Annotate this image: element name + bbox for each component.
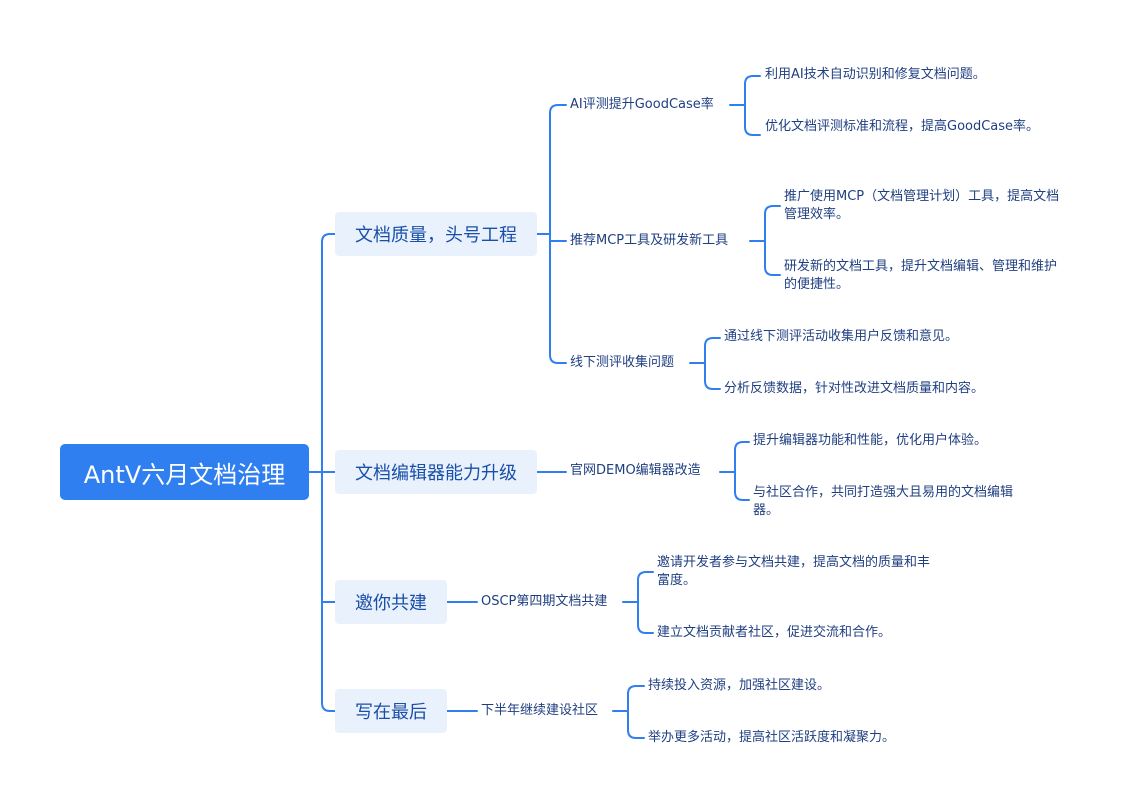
connector-line <box>744 104 761 136</box>
topic-ai-eval[interactable]: AI评测提升GoodCase率 <box>570 97 714 112</box>
detail-item[interactable]: 建立文档贡献者社区，促进交流和合作。 <box>657 625 892 640</box>
connector-line <box>764 205 781 242</box>
connector-line <box>764 240 781 276</box>
connector-line <box>704 362 721 390</box>
connector-line <box>744 75 761 106</box>
connector-line <box>704 337 721 364</box>
connector-line <box>549 104 567 235</box>
branch-label: 文档质量，头号工程 <box>355 225 517 246</box>
connector-line <box>637 571 654 603</box>
topic-community[interactable]: 下半年继续建设社区 <box>481 703 599 718</box>
detail-item[interactable]: 推广使用MCP（文档管理计划）工具，提高文档管理效率。 <box>784 189 1060 222</box>
connector-line <box>637 601 654 634</box>
detail-item[interactable]: 邀请开发者参与文档共建，提高文档的质量和丰富度。 <box>657 555 931 588</box>
detail-item[interactable]: 研发新的文档工具，提升文档编辑、管理和维护的便捷性。 <box>784 259 1058 292</box>
connector-line <box>549 233 567 364</box>
connector-line <box>321 233 336 473</box>
detail-item[interactable]: 与社区合作，共同打造强大且易用的文档编辑器。 <box>753 485 1014 518</box>
branch-doc-quality[interactable]: 文档质量，头号工程 <box>335 212 537 256</box>
topic-mcp-tools[interactable]: 推荐MCP工具及研发新工具 <box>570 233 729 248</box>
branch-label: 写在最后 <box>355 702 427 723</box>
connector-line <box>734 441 750 473</box>
connector-line <box>321 471 336 712</box>
detail-item[interactable]: 优化文档评测标准和流程，提高GoodCase率。 <box>765 119 1040 134</box>
connector-line <box>627 685 645 712</box>
detail-item[interactable]: 通过线下测评活动收集用户反馈和意见。 <box>724 329 959 344</box>
branch-label: 邀你共建 <box>355 593 427 614</box>
topic-demo-editor[interactable]: 官网DEMO编辑器改造 <box>570 463 701 478</box>
detail-item[interactable]: 举办更多活动，提高社区活跃度和凝聚力。 <box>648 730 896 745</box>
root-label: AntV六月文档治理 <box>83 460 286 489</box>
detail-item[interactable]: 持续投入资源，加强社区建设。 <box>648 678 831 693</box>
branch-editor-upgrade[interactable]: 文档编辑器能力升级 <box>335 450 537 494</box>
topic-oscp[interactable]: OSCP第四期文档共建 <box>481 594 608 609</box>
detail-item[interactable]: 提升编辑器功能和性能，优化用户体验。 <box>753 433 988 448</box>
topic-offline-review[interactable]: 线下测评收集问题 <box>570 355 675 370</box>
branch-label: 文档编辑器能力升级 <box>355 463 517 484</box>
detail-item[interactable]: 分析反馈数据，针对性改进文档质量和内容。 <box>724 381 985 396</box>
branch-co-build[interactable]: 邀你共建 <box>335 580 447 624</box>
detail-item[interactable]: 利用AI技术自动识别和修复文档问题。 <box>765 67 986 82</box>
root-node[interactable]: AntV六月文档治理 <box>60 444 309 500</box>
connector-line <box>627 710 645 739</box>
connector-line <box>734 471 750 501</box>
branch-closing[interactable]: 写在最后 <box>335 689 447 733</box>
